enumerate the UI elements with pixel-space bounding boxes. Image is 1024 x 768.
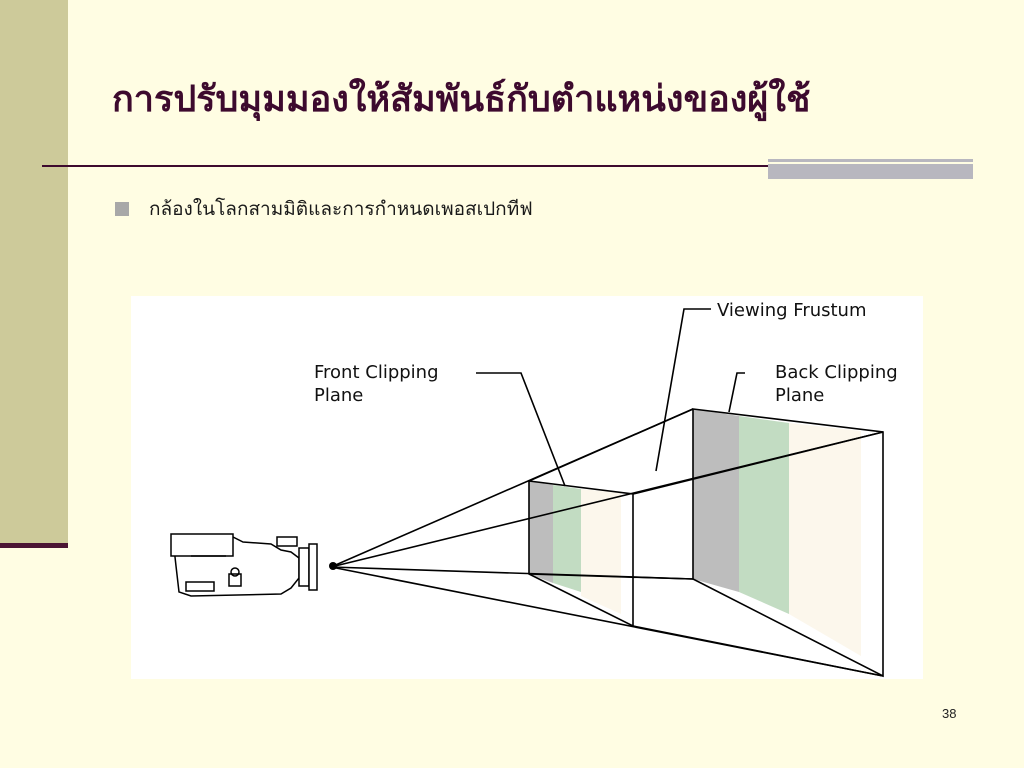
- bullet-text: กล้องในโลกสามมิติและการกำหนดเพอสเปกทีฟ: [149, 198, 533, 220]
- page-number: 38: [942, 706, 957, 721]
- back-clipping-plane: [693, 409, 861, 656]
- title-accent-bar: [768, 159, 973, 179]
- slide-title: การปรับมุมมองให้สัมพันธ์กับตำแหน่งของผู้…: [112, 78, 811, 120]
- label-viewing-frustum: Viewing Frustum: [717, 300, 867, 321]
- label-front-clipping-line1: Front Clipping: [314, 362, 439, 383]
- bullet-item: กล้องในโลกสามมิติและการกำหนดเพอสเปกทีฟ: [115, 194, 533, 224]
- eye-point: [329, 562, 337, 570]
- label-front-clipping-line2: Plane: [314, 385, 363, 406]
- bullet-square-icon: [115, 202, 129, 216]
- front-clipping-plane: [529, 481, 621, 614]
- frustum-diagram: Viewing Frustum Front Clipping Plane Bac…: [131, 296, 923, 679]
- left-decorative-band: [0, 0, 68, 545]
- title-divider: [42, 165, 972, 167]
- label-back-clipping-line2: Plane: [775, 385, 824, 406]
- left-band-underline: [0, 543, 68, 548]
- frustum-lines: [330, 308, 884, 678]
- label-back-clipping-line1: Back Clipping: [775, 362, 898, 383]
- video-camera-icon: [170, 533, 318, 597]
